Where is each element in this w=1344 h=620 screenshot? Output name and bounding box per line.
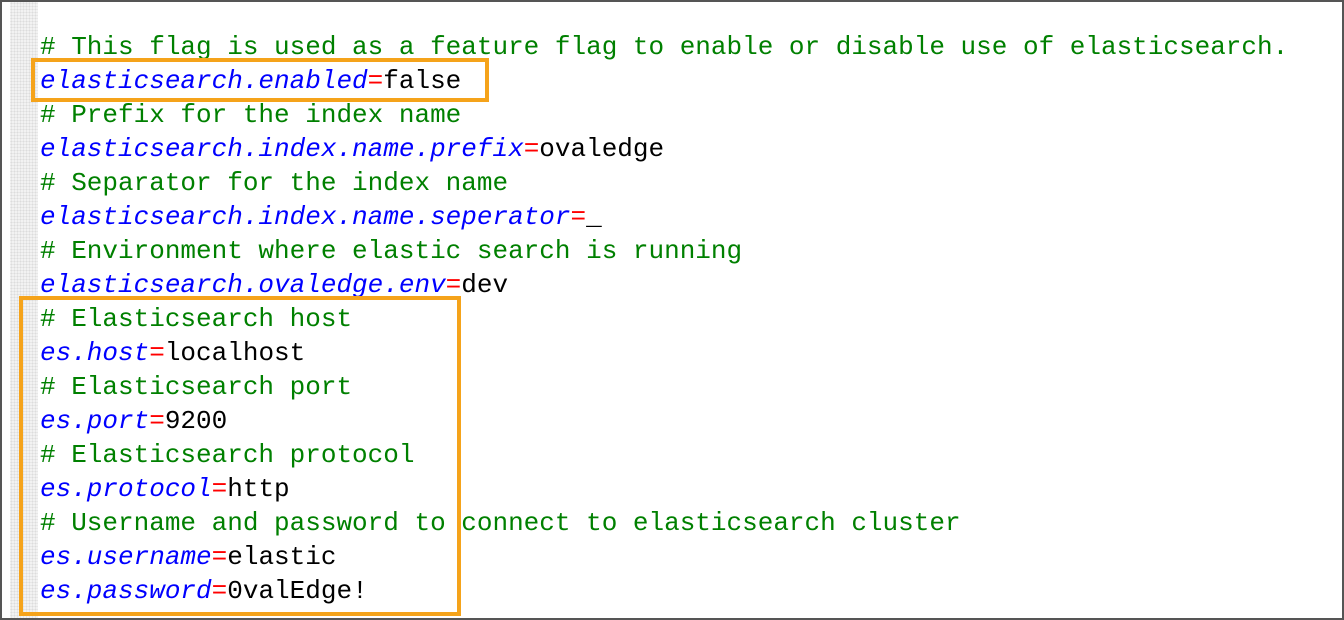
property-value: _ [586, 202, 602, 232]
equals-sign: = [367, 66, 384, 96]
comment-text: # Elasticsearch protocol [40, 440, 415, 470]
equals-sign: = [211, 474, 228, 504]
property-line: es.password=0valEdge! [40, 574, 1288, 608]
property-line: es.port=9200 [40, 404, 1288, 438]
comment-text: # Environment where elastic search is ru… [40, 236, 743, 266]
equals-sign: = [445, 270, 462, 300]
property-line: es.username=elastic [40, 540, 1288, 574]
comment-line: # This flag is used as a feature flag to… [40, 30, 1288, 64]
property-key: elasticsearch.index.name.prefix [40, 134, 524, 164]
property-value: ovaledge [539, 134, 665, 164]
comment-line: # Separator for the index name [40, 166, 1288, 200]
property-key: es.port [40, 406, 150, 436]
property-line: elasticsearch.enabled=false [40, 64, 1288, 98]
property-key: elasticsearch.index.name.seperator [40, 202, 571, 232]
comment-line: # Elasticsearch port [40, 370, 1288, 404]
property-line: es.host=localhost [40, 336, 1288, 370]
equals-sign: = [149, 406, 165, 436]
comment-text: # Username and password to connect to el… [40, 508, 961, 538]
comment-line: # Elasticsearch host [40, 302, 1288, 336]
property-value: 9200 [164, 406, 228, 436]
editor-gutter [10, 2, 38, 618]
equals-sign: = [149, 338, 165, 368]
property-key: es.protocol [40, 474, 212, 504]
comment-line: # Elasticsearch protocol [40, 438, 1288, 472]
property-value: dev [461, 270, 509, 300]
equals-sign: = [211, 542, 228, 572]
equals-sign: = [211, 576, 228, 606]
equals-sign: = [570, 202, 587, 232]
property-value: elastic [227, 542, 337, 572]
comment-text: # Prefix for the index name [40, 100, 462, 130]
property-key: es.host [40, 338, 150, 368]
property-line: elasticsearch.index.name.seperator=_ [40, 200, 1288, 234]
property-value: http [227, 474, 290, 504]
property-line: es.protocol=http [40, 472, 1288, 506]
property-key: es.password [40, 576, 212, 606]
code-area[interactable]: # This flag is used as a feature flag to… [40, 30, 1288, 608]
comment-line: # Environment where elastic search is ru… [40, 234, 1288, 268]
comment-text: # Elasticsearch port [40, 372, 353, 402]
property-value: false [383, 66, 462, 96]
equals-sign: = [523, 134, 540, 164]
property-line: elasticsearch.index.name.prefix=ovaledge [40, 132, 1288, 166]
comment-text: # This flag is used as a feature flag to… [40, 32, 1289, 62]
comment-line: # Username and password to connect to el… [40, 506, 1288, 540]
comment-text: # Separator for the index name [40, 168, 509, 198]
property-line: elasticsearch.ovaledge.env=dev [40, 268, 1288, 302]
property-key: es.username [40, 542, 212, 572]
property-value: localhost [164, 338, 306, 368]
property-key: elasticsearch.enabled [40, 66, 368, 96]
comment-line: # Prefix for the index name [40, 98, 1288, 132]
property-key: elasticsearch.ovaledge.env [40, 270, 446, 300]
property-value: 0valEdge! [227, 576, 368, 606]
comment-text: # Elasticsearch host [40, 304, 353, 334]
